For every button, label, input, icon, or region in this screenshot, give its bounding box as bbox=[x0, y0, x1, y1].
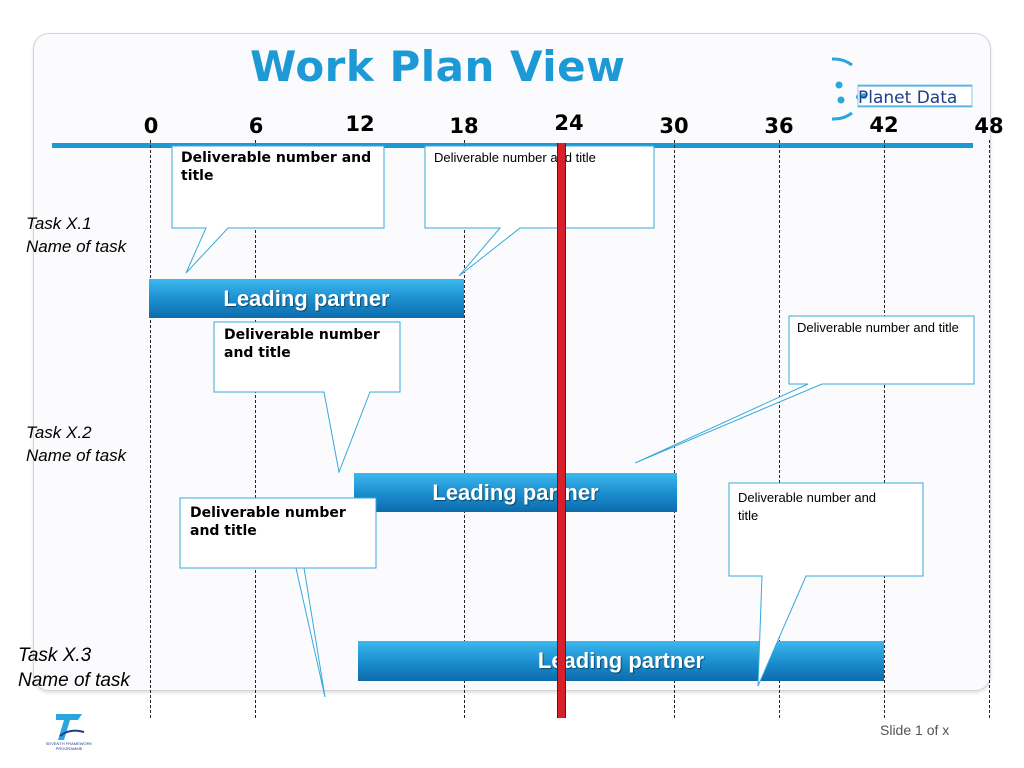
tick-label: 42 bbox=[869, 113, 899, 137]
task-name: Name of task bbox=[18, 670, 130, 691]
grid-line bbox=[674, 140, 675, 718]
task-label-x2: Task X.2 Name of task bbox=[26, 421, 126, 467]
deliverable-callout-text: Deliverable number and title bbox=[224, 327, 380, 361]
tick-label: 18 bbox=[449, 114, 479, 138]
slide-number: Slide 1 of x bbox=[880, 722, 950, 738]
task-label-x3: Task X.3 Name of task bbox=[18, 643, 130, 693]
fp7-emblem-icon bbox=[56, 714, 85, 740]
fp7-emblem-text: SEVENTH FRAMEWORK PROGRAMME bbox=[45, 741, 93, 751]
task-label-x1: Task X.1 Name of task bbox=[26, 212, 126, 258]
grid-line bbox=[255, 140, 256, 718]
grid-line bbox=[464, 140, 465, 718]
task-id: Task X.2 bbox=[26, 423, 92, 442]
deliverable-callout-text: Deliverable number and title bbox=[738, 490, 877, 523]
tick-label: 12 bbox=[345, 112, 375, 136]
task-name: Name of task bbox=[26, 446, 127, 465]
deliverable-callout-text: Deliverable number and title bbox=[434, 150, 596, 165]
deliverable-callout-text: Deliverable number and title bbox=[181, 150, 372, 184]
grid-line bbox=[779, 140, 780, 718]
tick-label: 48 bbox=[974, 114, 1004, 138]
logo-word-planet: Planet bbox=[858, 88, 912, 108]
grid-line bbox=[150, 140, 151, 718]
slide-title: Work Plan View bbox=[250, 42, 626, 91]
logo-word-data: Data bbox=[916, 88, 958, 108]
logo-wordmark: Planet Data bbox=[858, 88, 957, 108]
tick-label: 6 bbox=[248, 114, 264, 138]
task-name: Name of task bbox=[26, 237, 127, 256]
task-bar-x1[interactable]: Leading partner bbox=[149, 279, 464, 318]
grid-line bbox=[884, 140, 885, 718]
task-id: Task X.1 bbox=[26, 214, 92, 233]
tick-label: 0 bbox=[143, 114, 159, 138]
timeline-axis bbox=[52, 143, 973, 148]
deliverable-callout-text: Deliverable number and title bbox=[797, 320, 959, 335]
task-id: Task X.3 bbox=[18, 645, 92, 666]
grid-line bbox=[989, 140, 990, 718]
planet-data-logo bbox=[832, 57, 973, 121]
task-bar-x3[interactable]: Leading partner bbox=[358, 641, 884, 681]
tick-label: 36 bbox=[764, 114, 794, 138]
slide-card bbox=[33, 33, 991, 691]
tick-label: 30 bbox=[659, 114, 689, 138]
tick-label: 24 bbox=[554, 111, 584, 135]
current-month-marker bbox=[557, 143, 566, 718]
task-bar-x2[interactable]: Leading partner bbox=[354, 473, 677, 512]
deliverable-callout-text: Deliverable number and title bbox=[190, 505, 346, 539]
